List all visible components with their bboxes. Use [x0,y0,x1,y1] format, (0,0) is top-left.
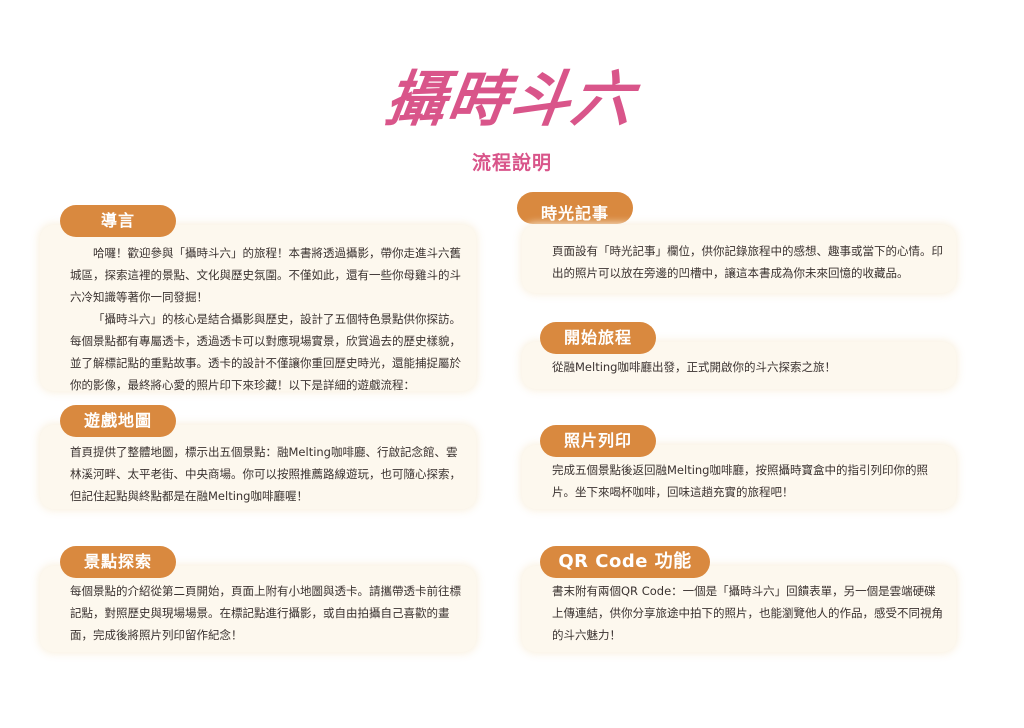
card-journal [522,225,956,293]
section-heading-print: 照片列印 [540,425,656,457]
card-map [40,425,476,509]
card-intro [40,225,476,391]
section-heading-explore: 景點探索 [60,546,176,578]
intro-text: 哈囉！歡迎參與「攝時斗六」的旅程！本書將透過攝影，帶你走進斗六舊城區，探索這裡的… [70,242,464,396]
page-title: 攝時斗六 [381,65,639,135]
page-subtitle: 流程說明 [471,152,552,174]
qrcode-text: 書末附有兩個QR Code：一個是「攝時斗六」回饋表單，另一個是雲端硬碟上傳連結… [552,584,943,642]
card-explore [40,566,476,652]
section-heading-journal: 時光記事 [517,192,633,224]
section-heading-qrcode: QR Code 功能 [540,546,710,578]
section-heading-start: 開始旅程 [540,322,656,354]
map-text: 首頁提供了整體地圖，標示出五個景點：融Melting咖啡廳、行啟記念館、雲林溪河… [70,445,461,503]
intro-paragraph-2: 「攝時斗六」的核心是結合攝影與歷史，設計了五個特色景點供你探訪。每個景點都有專屬… [70,312,461,392]
section-heading-map: 遊戲地圖 [60,405,176,437]
intro-paragraph-1: 哈囉！歡迎參與「攝時斗六」的旅程！本書將透過攝影，帶你走進斗六舊城區，探索這裡的… [70,246,461,304]
card-qrcode [522,566,956,652]
explore-text: 每個景點的介紹從第二頁開始，頁面上附有小地圖與透卡。請攜帶透卡前往標記點，對照歷… [70,584,461,642]
print-text: 完成五個景點後返回融Melting咖啡廳，按照攝時寶盒中的指引列印你的照片。坐下… [552,463,928,499]
journal-text: 頁面設有「時光記事」欄位，供你記錄旅程中的感想、趣事或當下的心情。印出的照片可以… [552,244,943,280]
section-heading-intro: 導言 [60,205,176,237]
start-text: 從融Melting咖啡廳出發，正式開啟你的斗六探索之旅！ [552,360,836,374]
